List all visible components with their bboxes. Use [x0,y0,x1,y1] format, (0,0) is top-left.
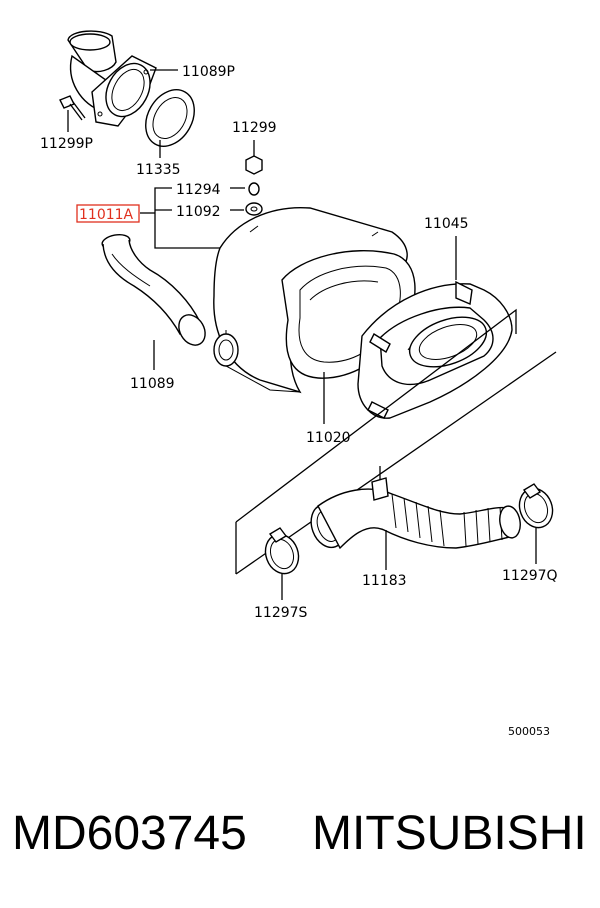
clamp-11297q [518,483,554,529]
bolt-11299p [59,95,86,121]
part-number: MD603745 [12,807,247,860]
label-11011a: 11011A [79,207,134,223]
label-11299: 11299 [232,120,277,136]
label-11335: 11335 [136,162,181,178]
label-11183: 11183 [362,573,407,589]
air-cleaner-cover-11045 [357,280,513,419]
label-11045: 11045 [424,216,469,232]
clamp-11297s [264,527,300,575]
elbow-duct-11089p [67,30,157,127]
drawing-number: 500053 [508,725,550,738]
nut-11092 [245,202,263,216]
parts-diagram: 11089P 11299P 11335 11299 11294 11092 11… [40,30,558,738]
label-11294: 11294 [176,182,221,198]
label-11020: 11020 [306,430,351,446]
hose-11089 [101,233,206,346]
label-11297q: 11297Q [502,568,558,584]
label-11299p: 11299P [40,136,93,152]
label-11089: 11089 [130,376,175,392]
hose-11183 [310,466,521,550]
label-11092: 11092 [176,204,221,220]
brand-name: MITSUBISHI [312,807,587,860]
bolt-11299 [245,140,263,175]
label-11297s: 11297S [254,605,308,621]
highlight-box-11011a [76,204,140,223]
gasket-11335 [145,89,195,147]
label-11089p: 11089P [182,64,235,80]
washer-11294 [248,182,260,196]
